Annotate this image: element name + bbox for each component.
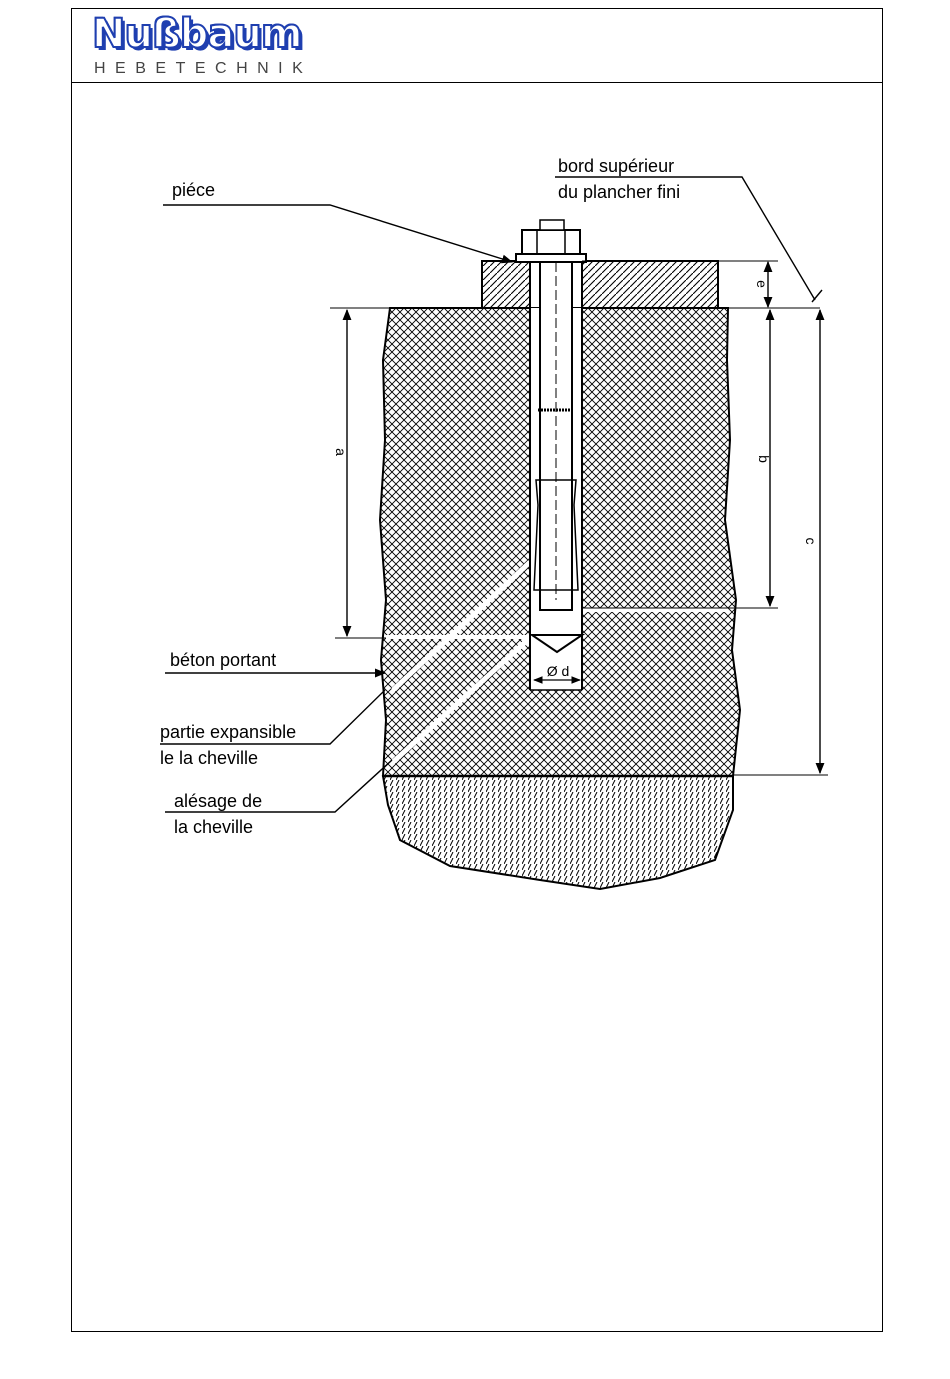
expansion-label-line2: le la cheville — [160, 748, 258, 768]
bore-label-line1: alésage de — [174, 791, 262, 811]
bore-label-line2: la cheville — [174, 817, 253, 837]
piece-leader — [163, 205, 512, 262]
workpiece-left — [482, 261, 530, 308]
workpiece-right — [582, 261, 718, 308]
dimension-b-label: b — [756, 455, 772, 463]
diameter-label: Ø d — [547, 663, 570, 679]
dimension-a-label: a — [333, 448, 349, 456]
bolt-end — [540, 220, 564, 230]
expansion-label-line1: partie expansible — [160, 722, 296, 742]
dimension-c-label: c — [803, 538, 819, 545]
washer — [516, 254, 586, 262]
edge-label-line2: du plancher fini — [558, 182, 680, 202]
concrete-label: béton portant — [170, 650, 276, 670]
dimension-e-label: e — [754, 280, 770, 288]
edge-label-line1: bord supérieur — [558, 156, 674, 176]
piece-label: piéce — [172, 180, 215, 200]
subgrade-zone — [383, 776, 733, 889]
nut — [522, 230, 580, 254]
